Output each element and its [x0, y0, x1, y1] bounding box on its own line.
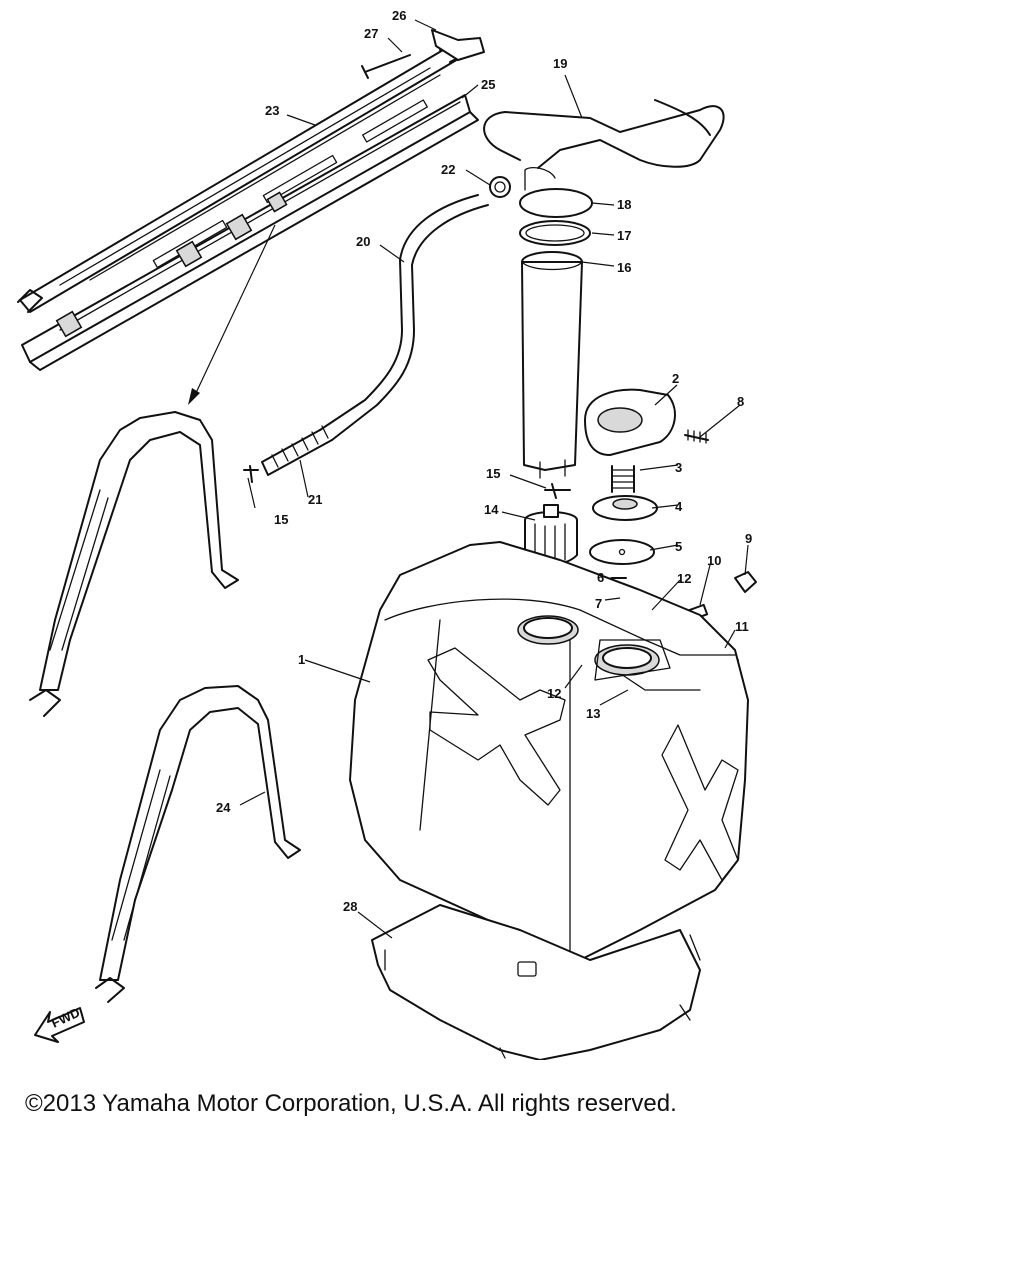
screw-part-27 [361, 54, 411, 79]
callout-28: 28 [343, 899, 357, 914]
callout-26: 26 [392, 8, 406, 23]
callout-12-lower: 12 [547, 686, 561, 701]
callout-15-right: 15 [486, 466, 500, 481]
callout-24: 24 [216, 800, 231, 815]
callout-19: 19 [553, 56, 567, 71]
spring-part-8 [684, 429, 709, 444]
callout-11: 11 [735, 619, 749, 634]
cap-part-18 [519, 167, 593, 218]
callout-18: 18 [617, 197, 631, 212]
callout-3: 3 [675, 460, 682, 475]
callout-5: 5 [675, 539, 682, 554]
callout-22: 22 [441, 162, 455, 177]
strap-upper [29, 411, 239, 717]
callout-8: 8 [737, 394, 744, 409]
mat-part-28 [371, 904, 701, 1060]
callout-25: 25 [481, 77, 495, 92]
spring-part-3 [611, 465, 635, 493]
copyright-notice: ©2013 Yamaha Motor Corporation, U.S.A. A… [25, 1090, 677, 1117]
callout-15-left: 15 [274, 512, 288, 527]
fwd-arrow-icon: FWD [34, 1005, 85, 1043]
callout-4: 4 [675, 499, 683, 514]
callout-numbers: 1 2 3 4 5 6 7 8 9 10 11 12 12 13 14 15 1… [216, 8, 752, 914]
callout-21: 21 [308, 492, 322, 507]
callout-14: 14 [484, 502, 499, 517]
fitting-part-26 [431, 29, 485, 61]
hose-part-19 [483, 99, 725, 169]
callout-20: 20 [356, 234, 370, 249]
callout-27: 27 [364, 26, 378, 41]
disc-part-4 [592, 495, 658, 521]
spring-part-21 [261, 425, 333, 476]
callout-12-upper: 12 [677, 571, 691, 586]
leader-lines [239, 19, 749, 939]
callout-2: 2 [672, 371, 679, 386]
exploded-view-drawing: FWD 1 2 3 4 [17, 8, 757, 1060]
gasket-part-5 [589, 539, 655, 565]
callout-6: 6 [597, 570, 604, 585]
clip-part-15-left [243, 465, 259, 483]
clip-part-15 [544, 483, 571, 499]
callout-23: 23 [265, 103, 279, 118]
parts-diagram: FWD 1 2 3 4 [17, 8, 757, 1060]
cap-part-2 [584, 388, 676, 456]
oring-part-17 [519, 220, 591, 246]
callout-13: 13 [586, 706, 600, 721]
guide-tube-part-25 [21, 94, 479, 371]
callout-7: 7 [595, 596, 602, 611]
rail-part-23 [17, 39, 471, 313]
clamp-part-22 [489, 176, 511, 198]
tube-part-16 [521, 251, 583, 479]
callout-10: 10 [707, 553, 721, 568]
hose-part-20 [319, 194, 489, 441]
callout-16: 16 [617, 260, 631, 275]
callout-9: 9 [745, 531, 752, 546]
callout-1: 1 [298, 652, 305, 667]
fuel-tank-part-1 [349, 541, 749, 961]
nut-part-9 [734, 571, 757, 593]
callout-17: 17 [617, 228, 631, 243]
strap-lower-part-24 [95, 685, 301, 1003]
